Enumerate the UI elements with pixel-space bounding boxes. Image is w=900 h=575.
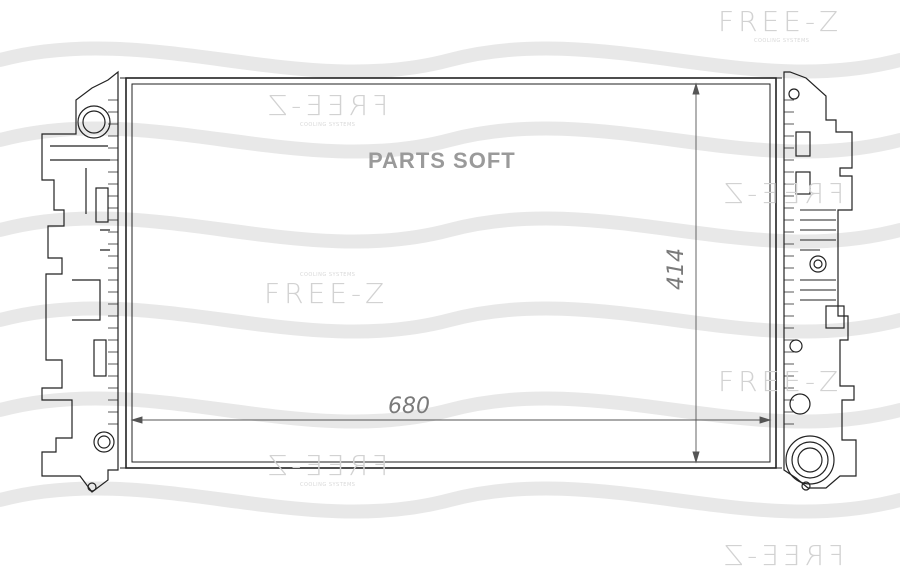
core-inner-frame	[131, 83, 771, 463]
width-dimension-label: 680	[388, 394, 430, 419]
right-lower-pipe	[789, 393, 811, 415]
watermark-logo: FREE-Z	[718, 365, 843, 398]
watermark-logo: FREE-Z	[264, 277, 389, 310]
right-tank	[783, 71, 857, 491]
watermark-logo: FREE-Z	[264, 89, 389, 122]
brand-watermark-text: PARTS SOFT	[368, 148, 516, 173]
watermark-tagline: COOLING SYSTEMS	[300, 122, 356, 128]
background-waves	[0, 41, 900, 519]
watermark-logo: FREE-Z	[718, 5, 843, 38]
watermark-tagline: COOLING SYSTEMS	[300, 272, 356, 278]
left-upper-pipe	[77, 105, 111, 139]
height-dimension-label: 414	[664, 248, 689, 290]
watermark-logo: FREE-Z	[720, 539, 845, 572]
watermark-tagline: COOLING SYSTEMS	[754, 38, 810, 44]
watermark-tagline: COOLING SYSTEMS	[300, 482, 356, 488]
watermark-logo: FREE-Z	[264, 449, 389, 482]
dimension-lines	[130, 82, 772, 464]
right-sensor-port	[809, 255, 827, 273]
filler-neck-cap	[785, 435, 835, 485]
left-drain-plug	[93, 431, 115, 453]
watermark-logo: FREE-Z	[720, 177, 845, 210]
left-tank	[41, 70, 119, 493]
radiator-core	[120, 77, 782, 469]
